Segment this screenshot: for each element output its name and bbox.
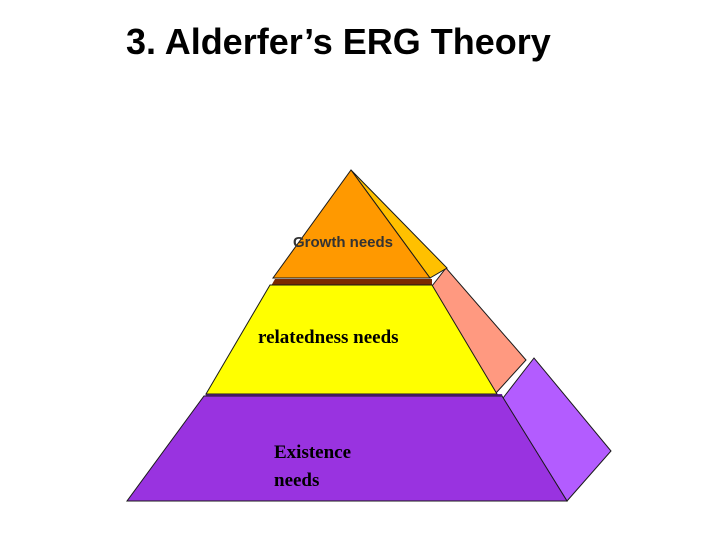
growth-tier-front — [272, 169, 431, 279]
relatedness-tier-top-band — [271, 279, 432, 286]
relatedness-tier-front — [205, 284, 498, 395]
slide-title: 3. Alderfer’s ERG Theory — [126, 21, 551, 62]
existence-needs-label-line2: needs — [274, 470, 319, 491]
existence-tier-front — [126, 395, 568, 502]
existence-needs-label-line1: Existence — [274, 442, 351, 463]
relatedness-needs-label: relatedness needs — [258, 327, 399, 348]
growth-needs-label: Growth needs — [293, 234, 393, 251]
